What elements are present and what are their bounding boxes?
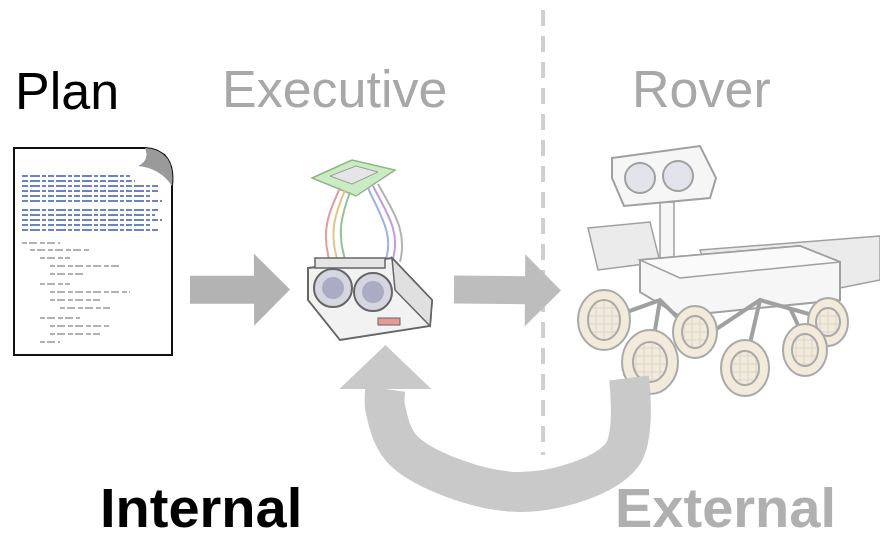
node-heading: Executive xyxy=(222,63,447,115)
flow-arrow xyxy=(385,378,631,492)
divider-line xyxy=(541,10,545,455)
node-heading: Rover xyxy=(632,63,771,115)
connector-group xyxy=(190,254,290,326)
connector-group xyxy=(339,345,631,492)
plan-node: Plan xyxy=(12,145,180,355)
rover-node: Rover xyxy=(575,135,875,378)
region-label: External xyxy=(615,480,836,536)
arrow-head xyxy=(254,254,290,326)
node-heading: Plan xyxy=(15,65,119,117)
rover-illustration xyxy=(578,146,880,396)
executive-node: Executive xyxy=(300,160,440,345)
flow-arrow xyxy=(454,276,525,305)
executive-computer xyxy=(308,160,432,340)
connector-group xyxy=(454,254,561,326)
plan-document xyxy=(14,148,172,355)
region-label: Internal xyxy=(100,480,302,536)
arrow-head xyxy=(525,254,561,326)
flow-arrow xyxy=(190,276,254,304)
arrow-head xyxy=(339,345,431,389)
